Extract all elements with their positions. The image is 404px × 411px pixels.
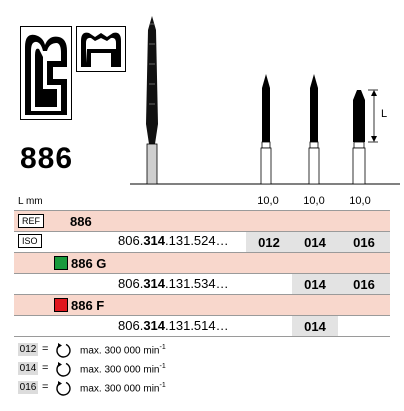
ref-row-band [14,211,390,231]
variant-f-band [14,295,390,315]
variant-f-label: 886 F [71,298,105,313]
catalog-suffix: .131.514… [165,318,229,333]
size-value: 014 [304,277,326,292]
length-col-3: 10,0 [349,195,371,207]
divider [14,294,390,295]
green-swatch [54,256,68,270]
model-number: 886 [20,142,74,175]
catalog-prefix: 806. [118,318,144,333]
red-swatch [54,298,68,312]
legend-speed-unit: -1 [159,344,166,351]
rotation-speed-icon [56,343,71,358]
legend-equals: = [42,381,49,393]
catalog-bold: 314 [143,318,166,333]
bur-large-icon [146,16,158,185]
legend-speed: max. 300 000 min-1 [80,344,166,356]
size-value: 016 [353,235,375,250]
catalog-number: 806.314.131.514… [118,318,229,333]
size-value: 016 [353,277,375,292]
bur-illustrations [130,14,400,194]
legend-speed-text: max. 300 000 min [80,345,160,357]
catalog-number: 806.314.131.524… [118,233,229,248]
divider [14,210,390,211]
size-value: 014 [304,235,326,250]
length-col-1: 10,0 [257,195,279,207]
iso-tag: ISO [18,234,42,248]
catalog-suffix: .131.524… [165,233,229,248]
size-cell [338,274,390,294]
rotation-speed-icon [56,362,71,377]
legend-equals: = [42,362,49,374]
size-cell [292,232,338,252]
catalog-prefix: 806. [118,233,144,248]
length-marker: L [381,108,388,120]
rotation-speed-icon [56,381,71,396]
variant-g-band [14,253,390,273]
legend-size: 012 [18,343,38,356]
legend-speed-unit: -1 [159,363,166,370]
ref-tag: REF [18,214,44,228]
length-col-2: 10,0 [303,195,325,207]
legend-speed-unit: -1 [159,382,166,389]
bur-016-icon [352,90,366,185]
catalog-number: 806.314.131.534… [118,276,229,291]
divider [14,315,390,316]
legend-size: 016 [18,381,38,394]
size-value: 014 [304,319,326,334]
legend-size: 014 [18,362,38,375]
tooth-crown-prep-icon [20,26,72,120]
divider [14,336,390,337]
legend-speed-text: max. 300 000 min [80,383,160,395]
legend-speed-text: max. 300 000 min [80,364,160,376]
catalog-suffix: .131.534… [165,276,229,291]
variant-g-label: 886 G [71,256,107,271]
length-unit-label: L mm [18,196,43,207]
tooth-cavity-icon [76,26,126,72]
legend-speed: max. 300 000 min-1 [80,363,166,375]
catalog-prefix: 806. [118,276,144,291]
bur-014-icon [308,74,320,185]
legend-equals: = [42,343,49,355]
size-cell [246,232,292,252]
divider [14,273,390,274]
size-cell [292,316,338,336]
divider [14,252,390,253]
catalog-bold: 314 [143,276,166,291]
divider [14,231,390,232]
size-cell [292,274,338,294]
bur-012-icon [260,74,272,185]
size-cell [338,232,390,252]
legend-speed: max. 300 000 min-1 [80,382,166,394]
catalog-bold: 314 [143,233,166,248]
size-value: 012 [258,235,280,250]
ref-value: 886 [70,214,92,229]
